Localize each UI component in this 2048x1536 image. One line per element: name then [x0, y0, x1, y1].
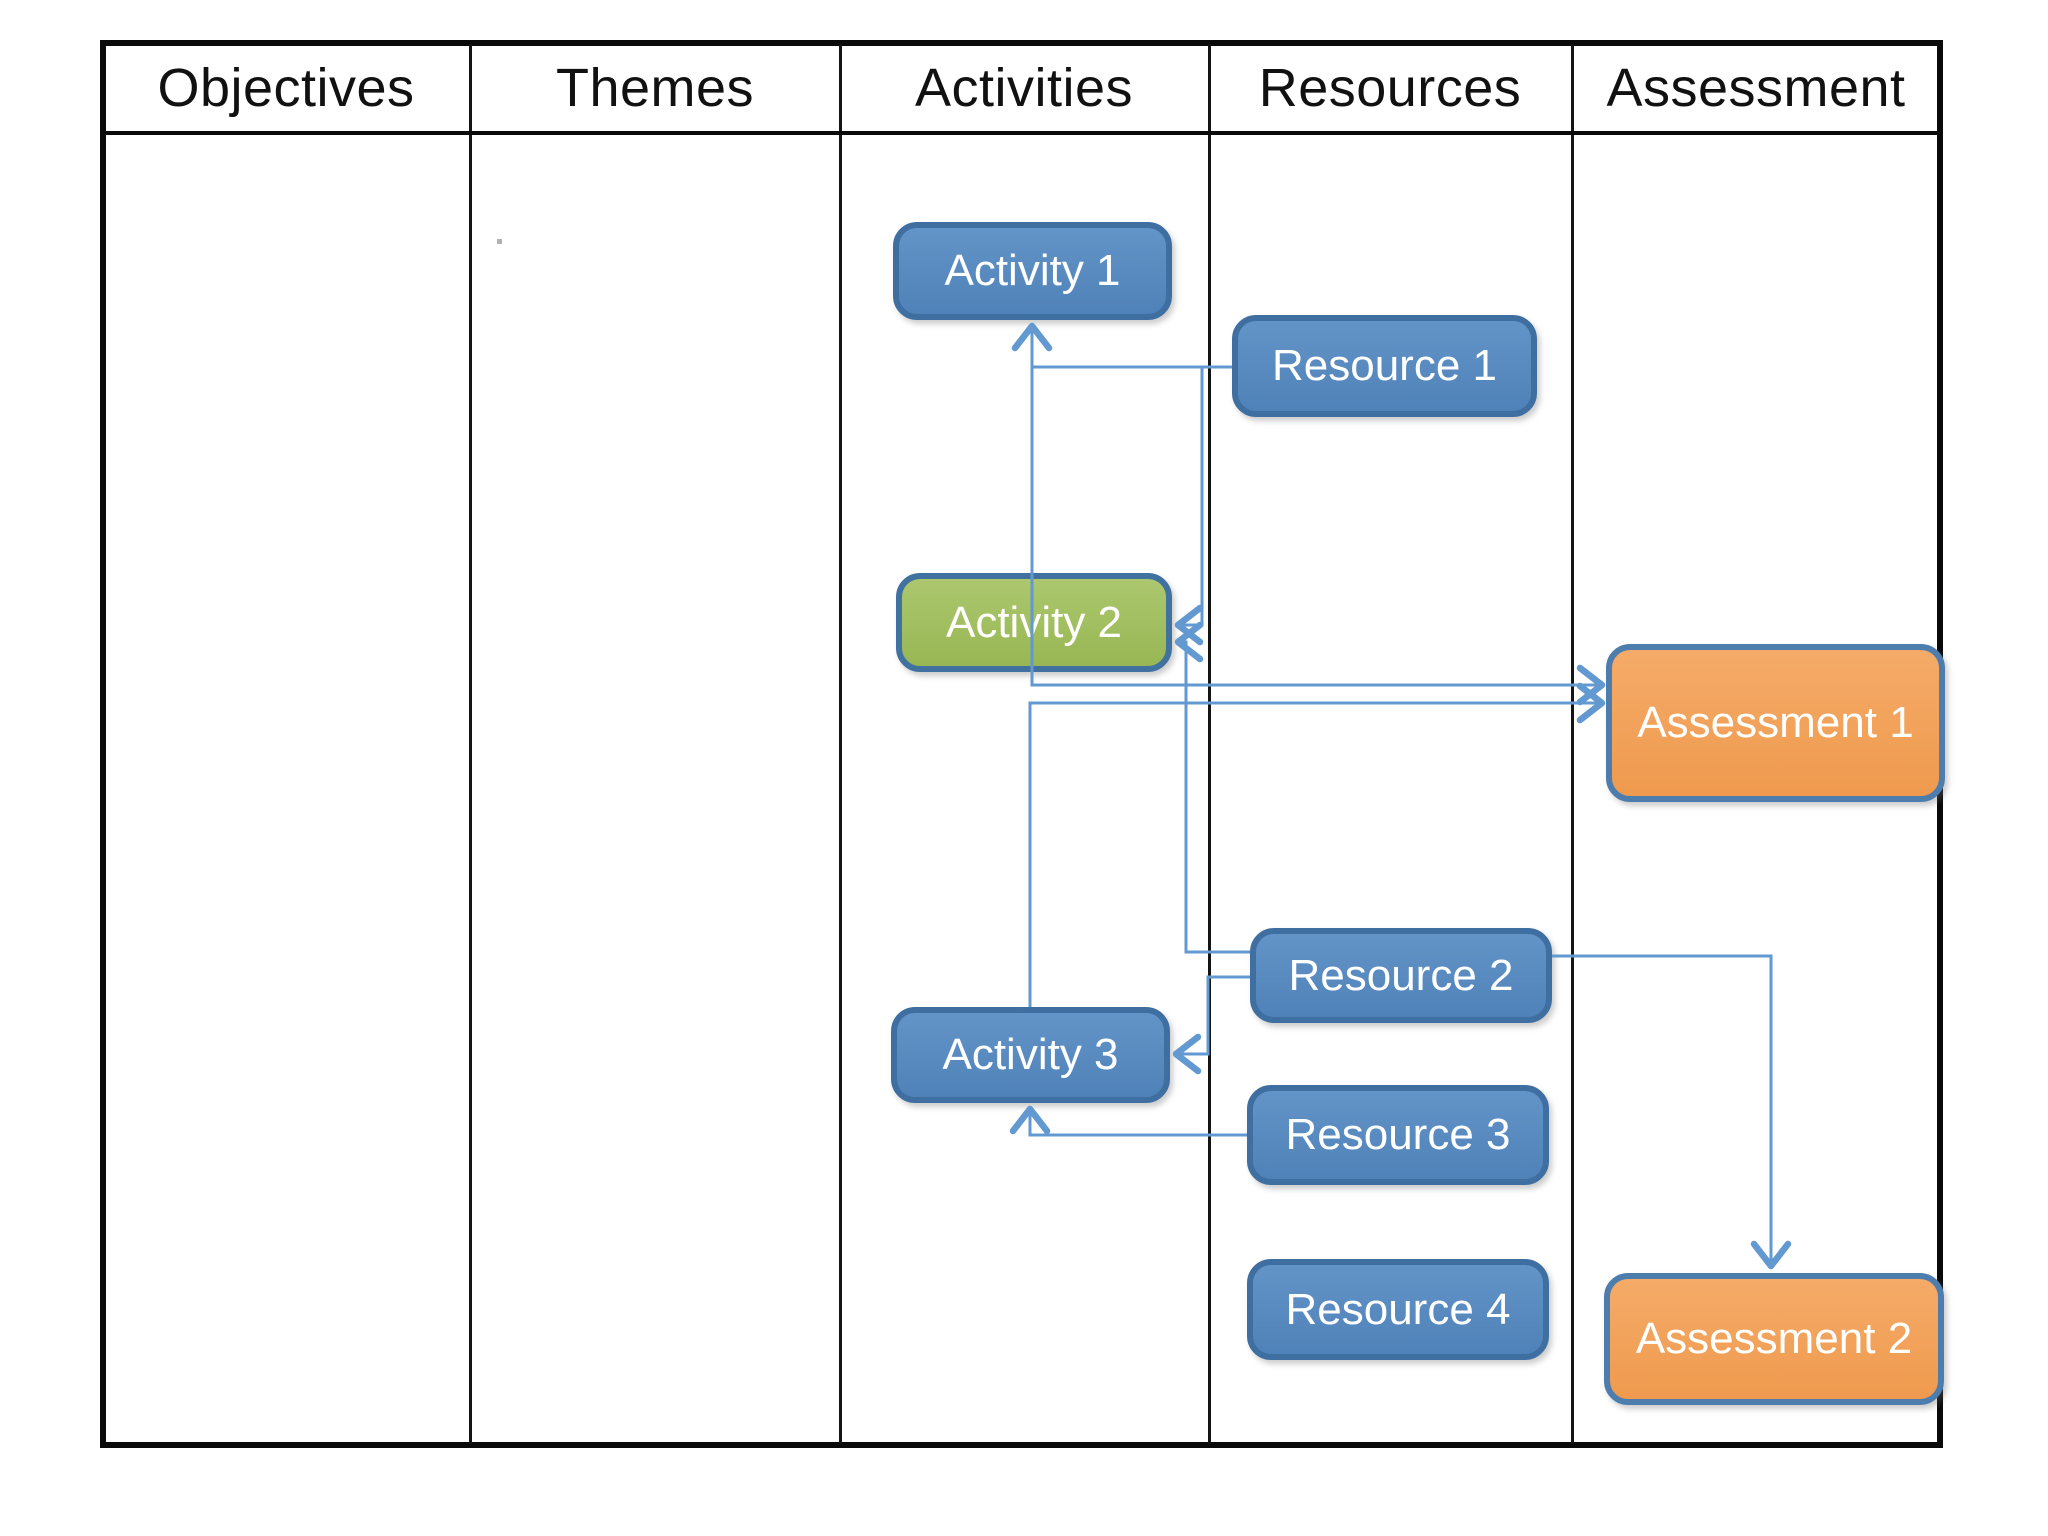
activity3-label: Activity 3 — [942, 1030, 1119, 1079]
resource1-label: Resource 1 — [1271, 341, 1497, 390]
activity2-node[interactable]: Activity 2 — [896, 573, 1172, 672]
resource3-node[interactable]: Resource 3 — [1247, 1085, 1549, 1185]
column-divider — [469, 44, 472, 1444]
column-header-themes: Themes — [555, 58, 755, 118]
assessment1-node[interactable]: Assessment 1 — [1606, 644, 1945, 802]
column-header-assessment: Assessment — [1606, 58, 1906, 118]
assessment2-node[interactable]: Assessment 2 — [1604, 1273, 1944, 1405]
activity1-label: Activity 1 — [944, 246, 1121, 295]
activity2-label: Activity 2 — [945, 597, 1123, 647]
column-divider — [839, 44, 842, 1444]
column-divider — [1571, 44, 1574, 1444]
resource1-node[interactable]: Resource 1 — [1232, 315, 1537, 417]
column-divider — [1208, 44, 1211, 1444]
stray-dot — [497, 239, 502, 244]
resource3-label: Resource 3 — [1285, 1110, 1511, 1159]
column-header-activities: Activities — [914, 58, 1134, 118]
activity3-node[interactable]: Activity 3 — [891, 1007, 1170, 1103]
resource4-node[interactable]: Resource 4 — [1247, 1259, 1549, 1360]
activity1-node[interactable]: Activity 1 — [893, 222, 1172, 320]
column-header-resources: Resources — [1258, 58, 1522, 118]
resource4-label: Resource 4 — [1285, 1284, 1511, 1334]
resource2-node[interactable]: Resource 2 — [1250, 928, 1552, 1023]
assessment1-label: Assessment 1 — [1637, 698, 1914, 747]
resource2-label: Resource 2 — [1288, 950, 1514, 1000]
assessment2-label: Assessment 2 — [1635, 1314, 1913, 1363]
column-header-objectives: Objectives — [157, 58, 415, 118]
header-divider — [103, 131, 1940, 135]
